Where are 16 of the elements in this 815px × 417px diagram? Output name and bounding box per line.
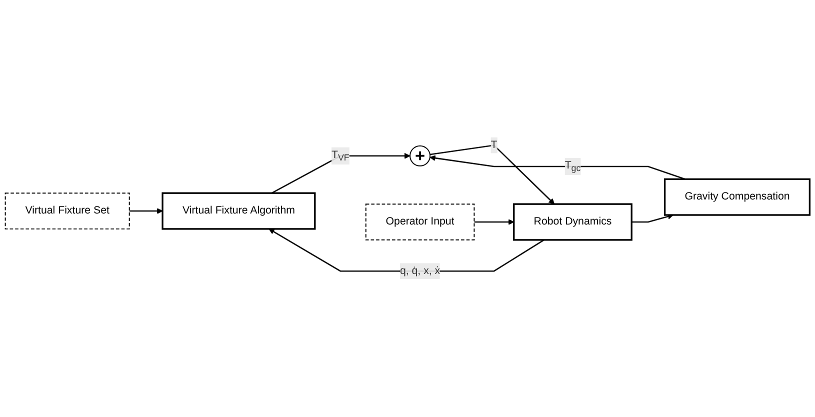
arrow	[271, 153, 410, 194]
node-box: Gravity Compensation	[664, 178, 811, 216]
node-box: Robot Dynamics	[513, 204, 632, 242]
node-box: Virtual Fixture Set	[4, 192, 130, 230]
arrow	[430, 155, 686, 180]
node-circle: +	[410, 146, 431, 167]
node-box: Virtual Fixture Algorithm	[162, 192, 316, 230]
edge-label: q, q̇, x, ẋ	[400, 265, 440, 277]
arrow	[474, 219, 514, 226]
arrow	[430, 144, 555, 205]
node-box: Operator Input	[365, 204, 475, 241]
edge-label: T	[490, 140, 498, 151]
arrow	[129, 208, 163, 214]
arrow	[632, 214, 674, 223]
edge-label: T$_{VF}$	[331, 149, 350, 163]
edge-label: T$_{gc}$	[564, 160, 581, 174]
